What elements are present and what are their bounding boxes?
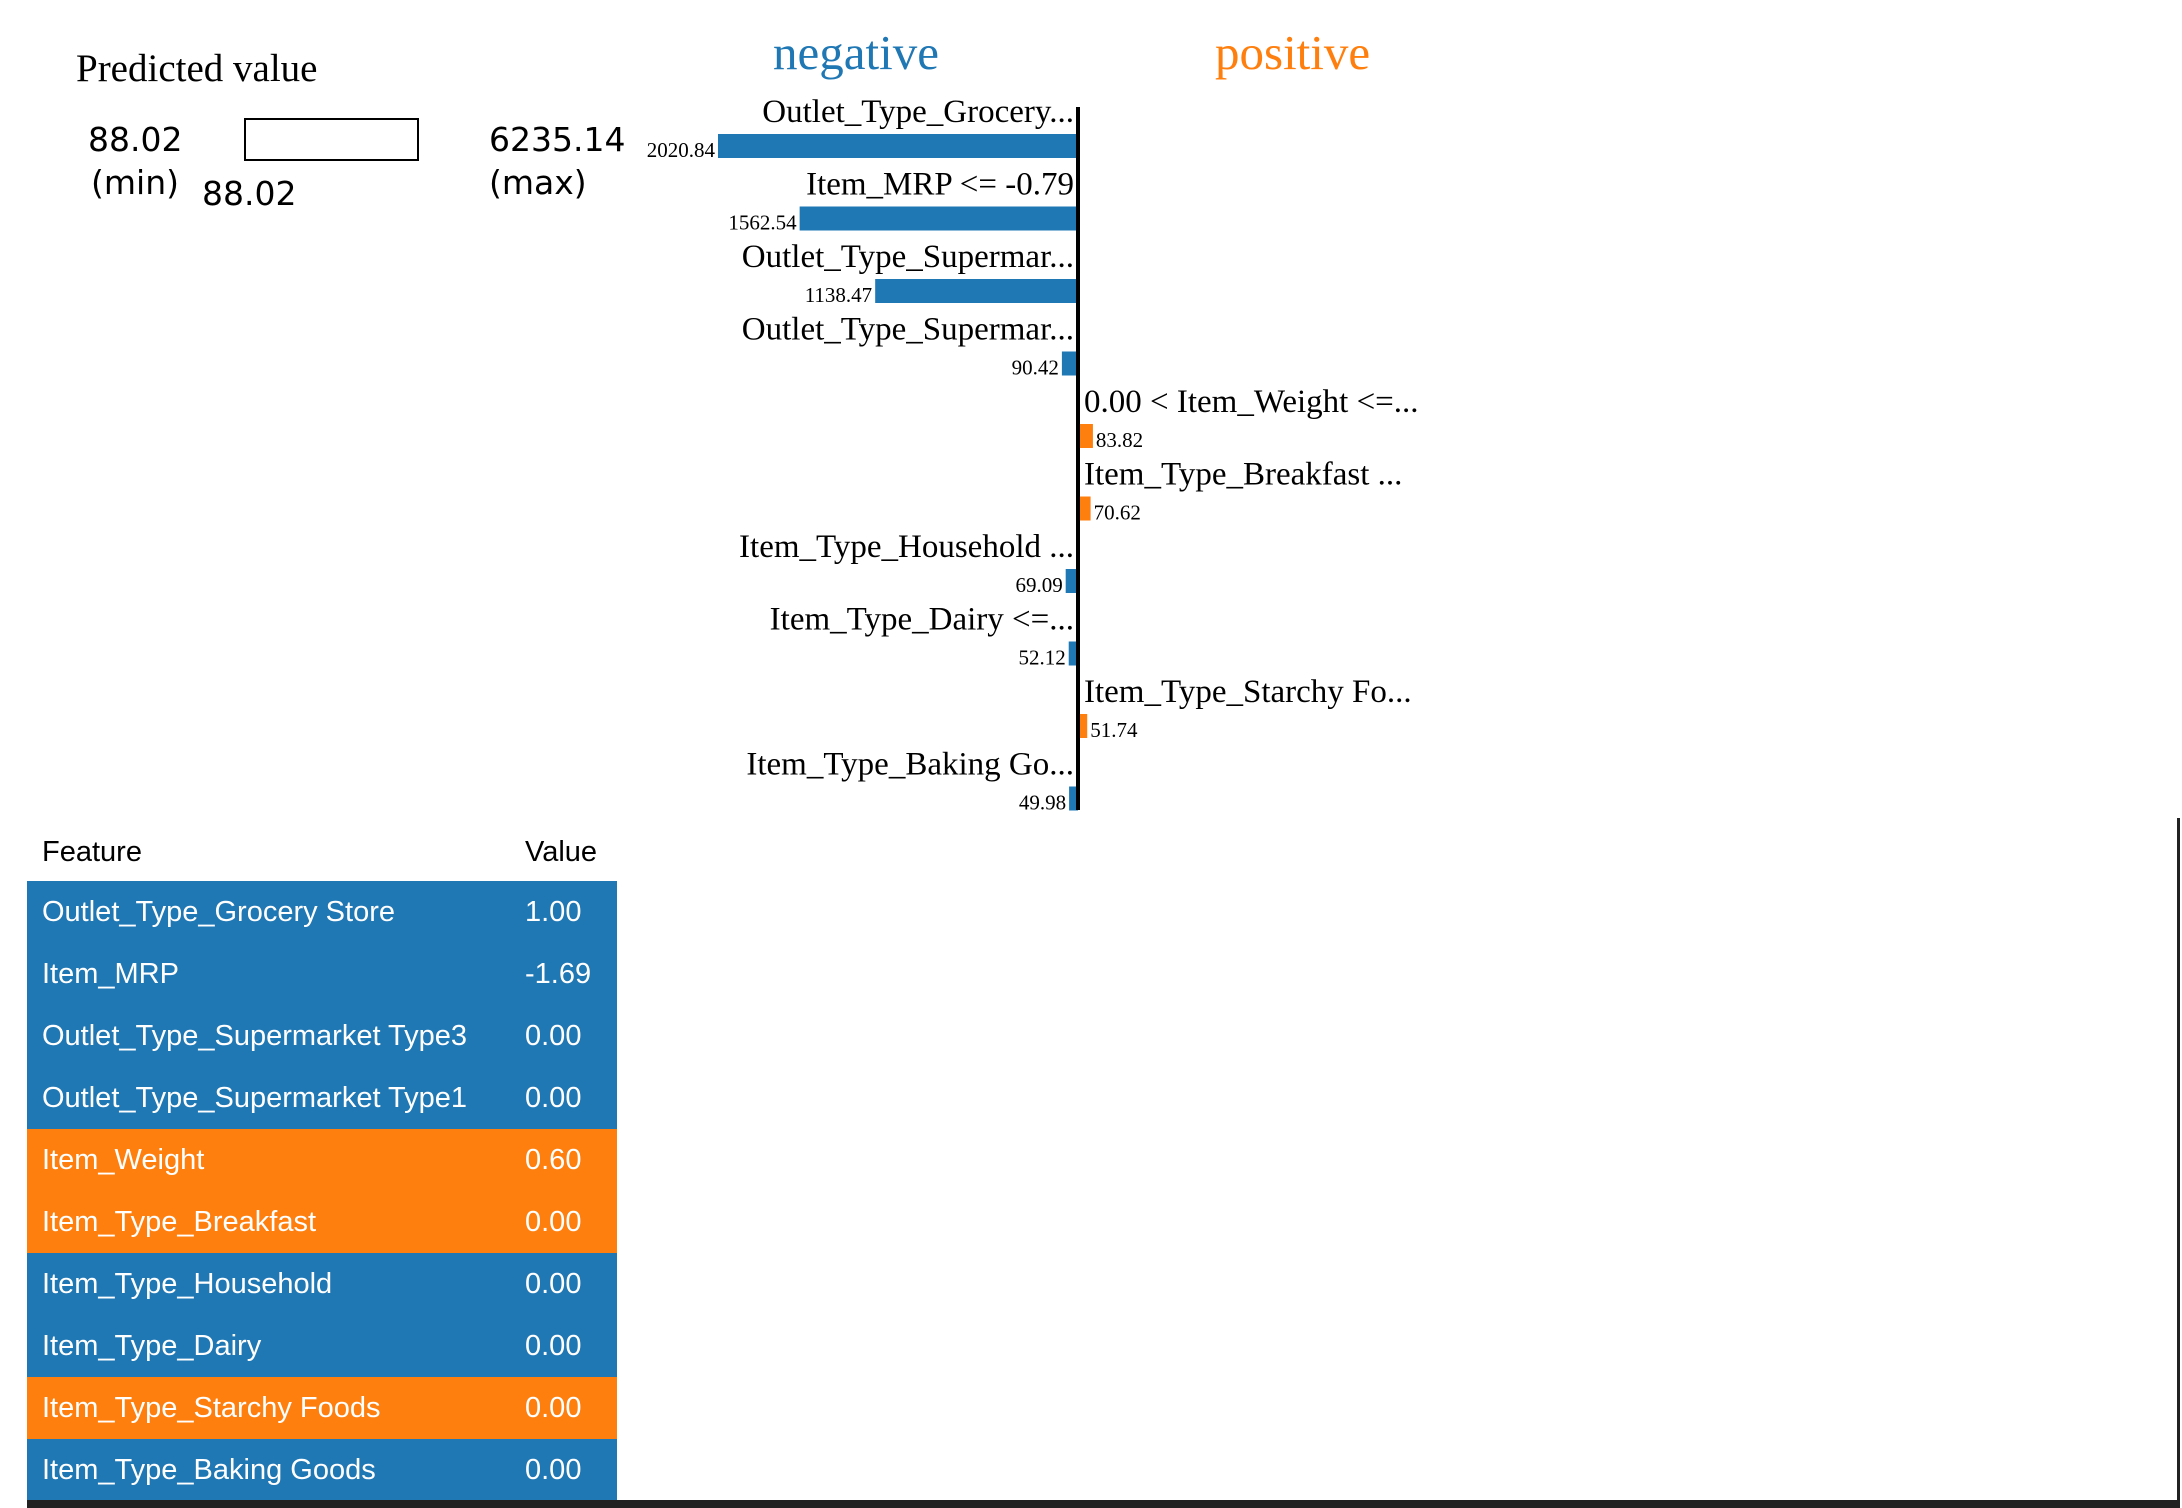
value-cell: -1.69 <box>525 957 592 990</box>
value-cell: 0.00 <box>525 1081 582 1114</box>
frame-bottom-border <box>27 1500 2180 1508</box>
contribution-bar <box>1068 641 1078 666</box>
feature-cell: Item_Weight <box>42 1143 205 1176</box>
table-row: Item_Type_Baking Goods 0.00 <box>27 1439 617 1501</box>
contribution-value-label: 2020.84 <box>647 138 716 162</box>
contribution-bar <box>875 279 1078 303</box>
frame-right-border <box>2177 818 2180 1508</box>
positive-heading: positive <box>1215 25 1371 80</box>
feature-condition-label: Item_MRP <= -0.79 <box>806 167 1074 203</box>
feature-cell: Item_Type_Baking Goods <box>42 1453 376 1486</box>
table-row: Item_MRP -1.69 <box>27 943 617 1005</box>
value-cell: 0.60 <box>525 1143 582 1176</box>
feature-condition-label: Outlet_Type_Supermar... <box>742 312 1074 348</box>
feature-condition-label: Item_Type_Breakfast ... <box>1084 457 1402 493</box>
contribution-bar <box>718 134 1078 158</box>
feature-cell: Outlet_Type_Supermarket Type1 <box>42 1081 468 1114</box>
table-row: Item_Type_Household 0.00 <box>27 1253 617 1315</box>
table-row: Item_Type_Dairy 0.00 <box>27 1315 617 1377</box>
value-column-header: Value <box>510 824 617 881</box>
feature-cell: Item_Type_Starchy Foods <box>42 1391 381 1424</box>
feature-column-header: Feature <box>27 824 510 881</box>
value-cell: 0.00 <box>525 1205 582 1238</box>
feature-cell: Outlet_Type_Supermarket Type3 <box>42 1019 468 1052</box>
contribution-value-label: 52.12 <box>1018 646 1065 670</box>
feature-condition-label: Outlet_Type_Grocery... <box>762 94 1074 130</box>
predicted-min-value: 88.02 <box>88 120 183 159</box>
value-cell: 0.00 <box>525 1267 582 1300</box>
feature-condition-label: Item_Type_Starchy Fo... <box>1084 674 1412 710</box>
predicted-max-value: 6235.14 <box>489 120 626 159</box>
table-row: Item_Type_Breakfast 0.00 <box>27 1191 617 1253</box>
value-cell: 0.00 <box>525 1019 582 1052</box>
contribution-bar <box>1065 569 1078 593</box>
table-row: Outlet_Type_Supermarket Type1 0.00 <box>27 1067 617 1129</box>
contribution-value-label: 49.98 <box>1019 791 1066 815</box>
contribution-bar <box>1069 786 1078 811</box>
predicted-value-bar <box>244 118 419 161</box>
feature-condition-label: Item_Type_Dairy <=... <box>770 602 1074 638</box>
table-row: Outlet_Type_Supermarket Type3 0.00 <box>27 1005 617 1067</box>
feature-condition-label: Item_Type_Baking Go... <box>746 747 1074 783</box>
feature-condition-label: Item_Type_Household ... <box>739 529 1074 565</box>
value-cell: 0.00 <box>525 1453 582 1486</box>
predicted-min-label: (min) <box>91 163 179 202</box>
feature-cell: Item_Type_Breakfast <box>42 1205 317 1238</box>
contribution-bar <box>1061 351 1078 376</box>
feature-cell: Outlet_Type_Grocery Store <box>42 895 395 928</box>
feature-condition-label: Outlet_Type_Supermar... <box>742 239 1074 275</box>
contribution-bar <box>1078 424 1093 448</box>
contribution-bar <box>1078 496 1091 521</box>
table-row: Outlet_Type_Grocery Store 1.00 <box>27 881 617 943</box>
table-header-row: Feature Value <box>27 824 617 881</box>
predicted-value-title: Predicted value <box>76 47 318 90</box>
contribution-value-label: 51.74 <box>1090 718 1138 742</box>
table-row: Item_Weight 0.60 <box>27 1129 617 1191</box>
value-cell: 0.00 <box>525 1391 582 1424</box>
contribution-value-label: 70.62 <box>1094 501 1141 525</box>
negative-heading: negative <box>773 25 939 80</box>
predicted-max-label: (max) <box>489 163 587 202</box>
value-cell: 1.00 <box>525 895 582 928</box>
contribution-bar <box>799 206 1078 231</box>
feature-cell: Item_Type_Dairy <box>42 1329 262 1362</box>
feature-cell: Item_MRP <box>42 957 179 990</box>
table-row: Item_Type_Starchy Foods 0.00 <box>27 1377 617 1439</box>
feature-condition-label: 0.00 < Item_Weight <=... <box>1084 384 1419 420</box>
value-cell: 0.00 <box>525 1329 582 1362</box>
feature-cell: Item_Type_Household <box>42 1267 333 1300</box>
contribution-value-label: 69.09 <box>1015 573 1062 597</box>
contribution-value-label: 1138.47 <box>805 283 872 307</box>
predicted-current-value: 88.02 <box>202 174 297 213</box>
feature-value-table: Feature Value Outlet_Type_Grocery Store 1… <box>27 824 617 1501</box>
contribution-value-label: 90.42 <box>1012 356 1059 380</box>
contribution-value-label: 1562.54 <box>728 211 797 235</box>
contribution-value-label: 83.82 <box>1096 428 1143 452</box>
contribution-bar <box>1078 714 1088 738</box>
